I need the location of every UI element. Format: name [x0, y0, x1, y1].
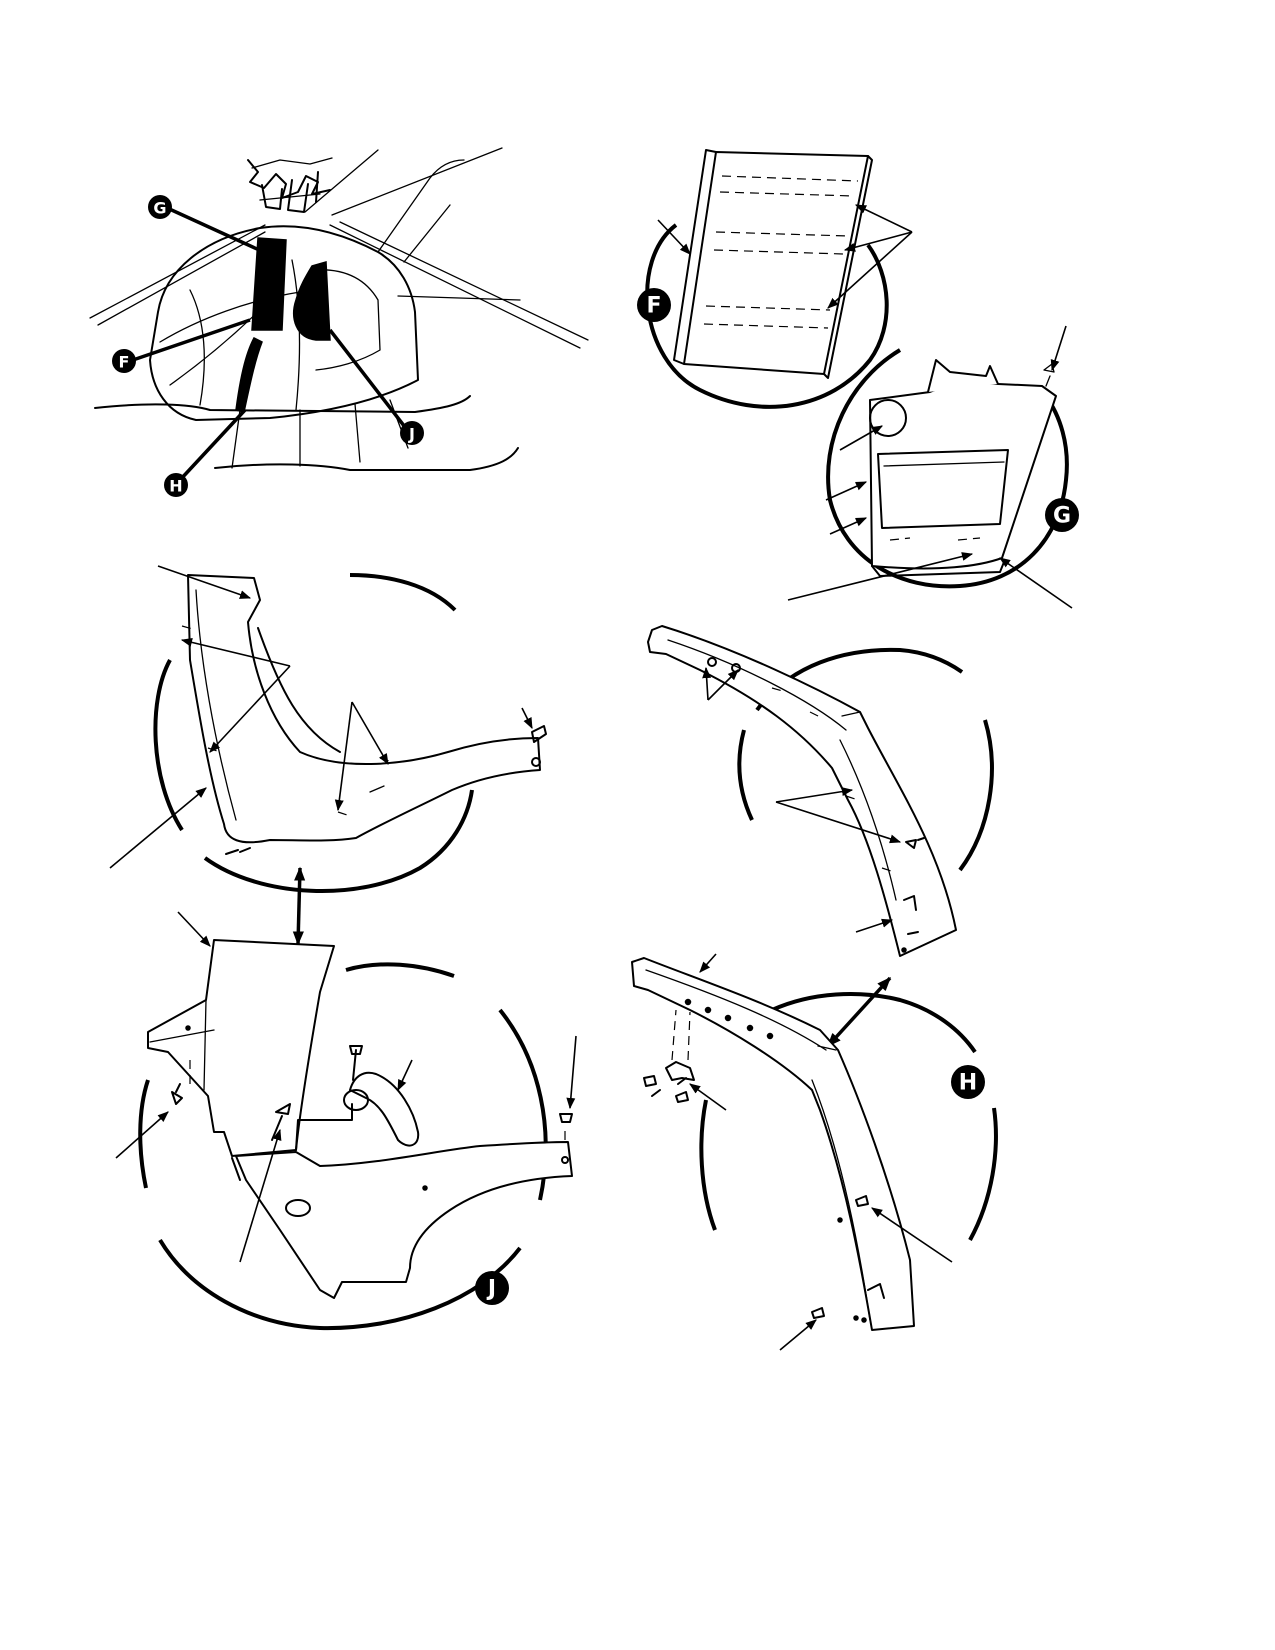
callout-f-detail: F — [637, 288, 671, 322]
callout-f-overview: F — [112, 349, 136, 373]
detail-j-lower — [115, 911, 577, 1331]
panel-j-shaded — [293, 261, 331, 341]
panel-h-shaded — [235, 337, 263, 413]
callout-j-detail: J — [475, 1271, 509, 1305]
callout-g-detail: G — [1045, 498, 1079, 532]
detail-h-lower — [631, 953, 998, 1351]
detail-h-upper — [647, 625, 994, 1048]
detail-j-upper — [109, 565, 547, 946]
callout-j-overview: J — [400, 421, 424, 445]
helicopter-overview — [89, 147, 589, 482]
svg-text:J: J — [408, 425, 415, 444]
callout-h-detail: H — [951, 1065, 985, 1099]
svg-text:F: F — [646, 294, 661, 319]
svg-text:H: H — [959, 1071, 977, 1096]
detail-f — [645, 149, 913, 409]
svg-text:J: J — [486, 1277, 496, 1302]
callout-h-overview: H — [164, 473, 188, 497]
svg-text:G: G — [153, 199, 166, 218]
detail-g — [787, 325, 1073, 609]
panel-g-shaded — [251, 237, 287, 331]
svg-text:H: H — [169, 477, 182, 496]
callout-g-overview: G — [148, 195, 172, 219]
svg-text:F: F — [119, 353, 130, 372]
svg-text:G: G — [1053, 504, 1071, 529]
